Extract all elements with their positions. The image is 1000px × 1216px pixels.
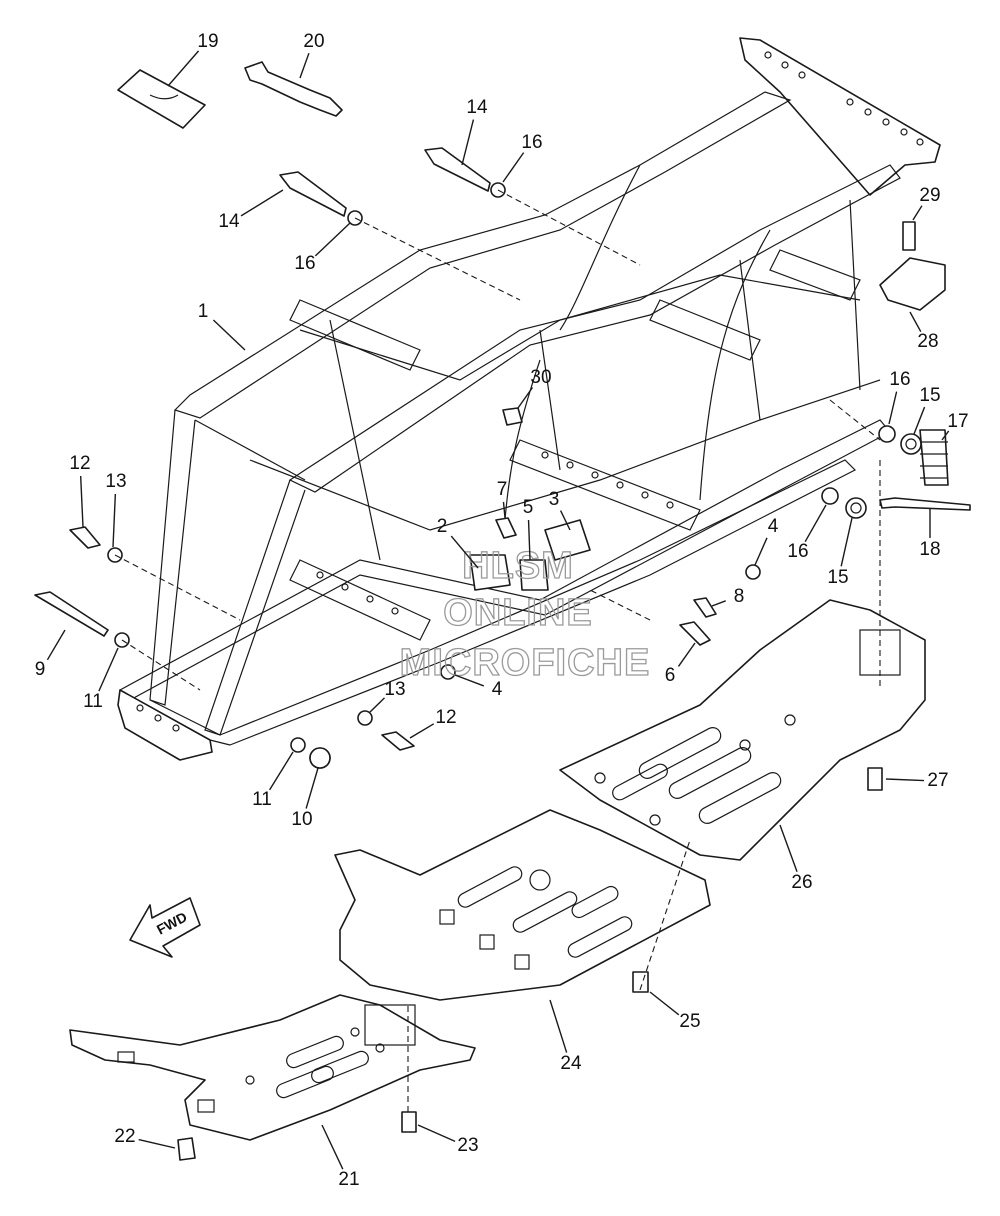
callout-28: 28 (917, 331, 938, 352)
leader-line-13 (369, 697, 385, 713)
leader-line-16 (314, 222, 351, 257)
leader-line-8 (711, 600, 726, 607)
callout-13: 13 (384, 679, 405, 700)
watermark: HLSM ONLINE MICROFICHE (399, 544, 651, 684)
callout-20: 20 (303, 31, 324, 52)
leader-line-6 (677, 642, 696, 667)
leader-line-20 (299, 52, 310, 79)
leader-line-11 (98, 647, 119, 692)
callout-labels: 1234456789101111121213131414151516161616… (35, 31, 969, 1190)
callout-15: 15 (919, 385, 940, 406)
leader-line-7 (502, 501, 506, 519)
leader-lines (46, 50, 950, 1170)
callout-5: 5 (523, 497, 534, 518)
callout-4: 4 (492, 679, 503, 700)
leader-line-12 (409, 723, 435, 739)
callout-14: 14 (218, 211, 240, 232)
leader-line-16 (804, 504, 827, 543)
leader-line-17 (941, 430, 950, 441)
callout-1: 1 (198, 301, 209, 322)
callout-11: 11 (252, 789, 272, 810)
leader-line-4 (454, 674, 485, 687)
callout-26: 26 (791, 872, 812, 893)
callout-6: 6 (665, 665, 676, 686)
leader-line-15 (840, 517, 853, 567)
leader-line-30 (517, 387, 534, 409)
callout-3: 3 (549, 489, 560, 510)
callout-8: 8 (734, 586, 745, 607)
leader-line-14 (240, 189, 284, 217)
callout-25: 25 (679, 1011, 700, 1032)
callout-9: 9 (35, 659, 46, 680)
callout-29: 29 (919, 185, 940, 206)
small-parts (34, 61, 971, 1161)
leader-line-3 (559, 510, 571, 531)
callout-10: 10 (291, 809, 312, 830)
leader-line-14 (461, 119, 475, 166)
watermark-line-2: ONLINE (443, 592, 593, 634)
callout-14: 14 (466, 97, 488, 118)
callout-12: 12 (69, 453, 90, 474)
leader-line-29 (912, 205, 923, 221)
callout-2: 2 (437, 516, 448, 537)
callout-13: 13 (105, 471, 126, 492)
skid-plate-rear (559, 599, 926, 861)
callout-16: 16 (521, 132, 542, 153)
leader-line-10 (305, 767, 319, 809)
watermark-line-1: HLSM (462, 545, 574, 587)
main-frame (117, 37, 941, 761)
leader-line-5 (527, 519, 531, 561)
callout-4: 4 (768, 516, 779, 537)
callout-17: 17 (947, 411, 968, 432)
leader-line-25 (649, 991, 680, 1016)
leader-line-2 (450, 535, 479, 569)
leader-line-16 (888, 391, 898, 425)
forward-arrow-icon: FWD (129, 897, 201, 958)
leader-line-26 (779, 824, 798, 873)
leader-line-13 (112, 493, 117, 548)
leader-line-22 (138, 1138, 176, 1149)
callout-15: 15 (827, 567, 848, 588)
callout-16: 16 (294, 253, 315, 274)
leader-line-1 (212, 319, 246, 351)
callout-7: 7 (497, 479, 508, 500)
callout-23: 23 (457, 1135, 478, 1156)
callout-24: 24 (560, 1053, 582, 1074)
leader-line-12 (79, 475, 84, 528)
leader-line-16 (502, 152, 525, 183)
leader-line-24 (549, 999, 568, 1053)
leader-line-4 (754, 537, 768, 566)
callout-30: 30 (530, 367, 551, 388)
leader-line-15 (913, 406, 926, 435)
leader-line-21 (321, 1124, 344, 1170)
callout-27: 27 (927, 770, 948, 791)
callout-12: 12 (435, 707, 456, 728)
assembly-lines (114, 189, 881, 1112)
skid-plate-front (69, 994, 476, 1141)
callout-18: 18 (919, 539, 940, 560)
leader-line-27 (885, 778, 925, 782)
leader-line-28 (909, 311, 922, 333)
callout-11: 11 (83, 691, 103, 712)
watermark-line-3: MICROFICHE (400, 642, 651, 684)
callout-19: 19 (197, 31, 218, 52)
leader-line-23 (417, 1124, 456, 1142)
callout-16: 16 (787, 541, 808, 562)
skid-plate-middle (334, 809, 711, 1001)
leader-line-11 (268, 751, 294, 791)
leader-line-19 (167, 50, 200, 87)
callout-22: 22 (114, 1126, 135, 1147)
callout-21: 21 (338, 1169, 359, 1190)
callout-16: 16 (889, 369, 910, 390)
leader-line-9 (46, 629, 66, 661)
